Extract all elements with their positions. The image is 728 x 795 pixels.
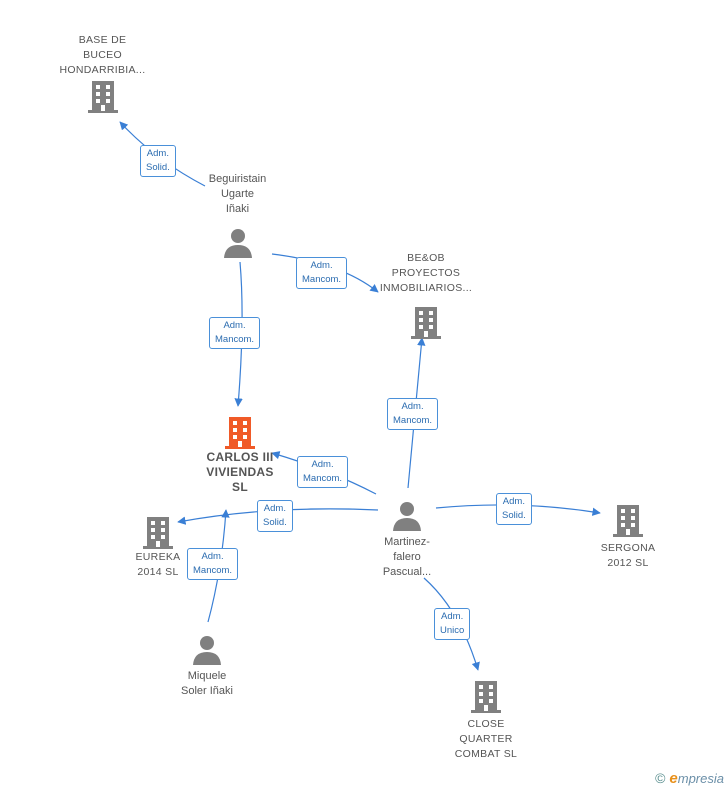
node-base-buceo[interactable]: BASE DE BUCEO HONDARRIBIA... bbox=[50, 33, 155, 114]
node-label: CLOSE QUARTER COMBAT SL bbox=[454, 718, 518, 760]
person-icon bbox=[193, 636, 221, 665]
edge-label-adm-mancom[interactable]: Adm. Mancom. bbox=[296, 257, 348, 289]
building-icon bbox=[613, 505, 643, 537]
node-close-quarter[interactable]: CLOSE QUARTER COMBAT SL bbox=[442, 678, 530, 762]
building-icon bbox=[225, 417, 255, 449]
edge-label-adm-unico[interactable]: Adm. Unico bbox=[434, 608, 471, 640]
edge-label-adm-solid[interactable]: Adm. Solid. bbox=[496, 493, 532, 525]
edge-label-adm-mancom[interactable]: Adm. Mancom. bbox=[187, 548, 239, 580]
building-icon bbox=[471, 681, 501, 713]
node-label: Martinez- falero Pascual... bbox=[382, 536, 432, 578]
node-carlos-iii[interactable]: CARLOS III VIVIENDAS SL bbox=[190, 414, 290, 495]
node-sergona[interactable]: SERGONA 2012 SL bbox=[588, 502, 668, 571]
node-miquele-soler[interactable]: Miquele Soler Iñaki bbox=[162, 634, 252, 699]
copyright-symbol: © bbox=[655, 770, 666, 786]
building-icon bbox=[87, 81, 118, 113]
node-label: BE&OB PROYECTOS INMOBILIARIOS... bbox=[379, 252, 473, 294]
empresia-logo[interactable]: ©empresia bbox=[655, 770, 724, 787]
edge-label-adm-mancom[interactable]: Adm. Mancom. bbox=[209, 317, 261, 349]
edge-label-adm-mancom[interactable]: Adm. Mancom. bbox=[387, 398, 439, 430]
node-label: EUREKA 2014 SL bbox=[135, 551, 181, 578]
edge-label-adm-mancom[interactable]: Adm. Mancom. bbox=[297, 456, 349, 488]
node-label: Beguiristain Ugarte Iñaki bbox=[208, 173, 267, 215]
brand-name: mpresia bbox=[677, 771, 724, 786]
brand-initial: e bbox=[669, 770, 678, 787]
node-label: BASE DE BUCEO HONDARRIBIA... bbox=[59, 34, 146, 76]
person-icon bbox=[393, 502, 421, 531]
node-martinez-falero[interactable]: Martinez- falero Pascual... bbox=[362, 500, 452, 580]
edge-label-adm-solid[interactable]: Adm. Solid. bbox=[140, 145, 176, 177]
node-eureka[interactable]: EUREKA 2014 SL bbox=[118, 514, 198, 580]
node-beob[interactable]: BE&OB PROYECTOS INMOBILIARIOS... bbox=[370, 251, 482, 340]
node-label: SERGONA 2012 SL bbox=[600, 542, 656, 569]
person-icon bbox=[223, 229, 252, 258]
building-icon bbox=[411, 307, 441, 339]
edge-label-adm-solid[interactable]: Adm. Solid. bbox=[257, 500, 293, 532]
node-label: CARLOS III VIVIENDAS SL bbox=[206, 450, 274, 494]
node-beguiristain[interactable]: Beguiristain Ugarte Iñaki bbox=[190, 172, 285, 259]
node-label: Miquele Soler Iñaki bbox=[181, 670, 233, 697]
building-icon bbox=[143, 517, 173, 549]
